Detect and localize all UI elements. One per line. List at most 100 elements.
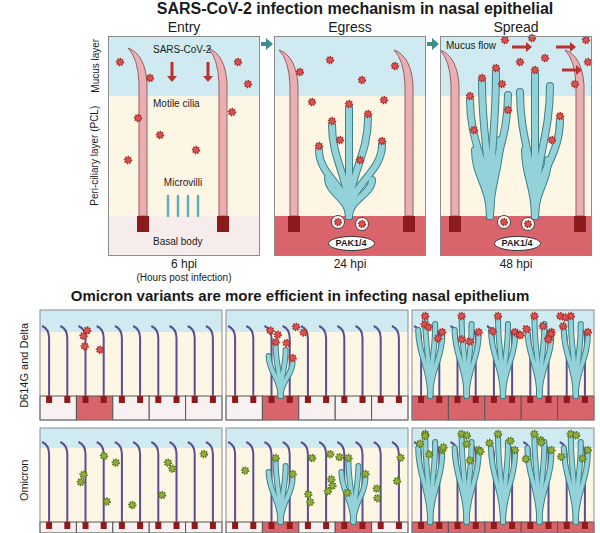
basal-body — [455, 522, 461, 529]
periciliary-layer — [440, 96, 592, 216]
virus-particle — [502, 37, 508, 43]
kinase-ellipse: PAK1/4 — [494, 236, 541, 251]
basal-body — [210, 522, 216, 529]
motile-cilium — [151, 326, 158, 396]
infected-cilium — [430, 336, 442, 396]
virus-particle — [335, 219, 341, 225]
virus-particle — [467, 93, 473, 99]
figure-title: SARS-CoV-2 infection mechanism in nasal … — [157, 0, 554, 18]
basal-body — [217, 216, 229, 232]
virus-particle — [573, 432, 579, 438]
kinase-label: PAK1/4 — [336, 238, 367, 248]
virus-particle — [495, 431, 501, 437]
virus-particle — [558, 453, 564, 459]
virus-particle — [493, 65, 499, 71]
virus-particle — [272, 455, 278, 461]
part-label: Motile cilia — [153, 98, 200, 110]
basal-body — [83, 396, 89, 403]
virus-particle — [345, 455, 351, 461]
motile-cilium — [97, 326, 104, 396]
virus-particle — [585, 329, 591, 335]
virus-particle — [329, 482, 335, 488]
infected-cilium — [467, 454, 479, 522]
virus-particle — [201, 451, 207, 457]
infected-cilium — [535, 120, 560, 216]
virus-particle — [325, 488, 331, 494]
basal-body — [360, 396, 366, 403]
basal-body — [137, 216, 149, 232]
virus-particle — [557, 113, 563, 119]
basal-body — [192, 396, 198, 403]
virus-particle — [113, 459, 119, 465]
infected-cilium — [503, 336, 515, 396]
virus-particle — [512, 447, 518, 453]
virus-particle — [147, 75, 153, 81]
virus-particle — [336, 454, 342, 460]
virus-particle — [525, 221, 531, 227]
basal-body — [396, 522, 402, 529]
virus-particle — [245, 81, 251, 87]
virus-particle — [229, 109, 235, 115]
infected-cilium — [576, 336, 588, 396]
mucus-flow-arrowhead — [526, 42, 532, 52]
virus-particle — [159, 492, 165, 498]
motile-cilium — [301, 326, 308, 396]
mucus-flow-arrow — [512, 46, 527, 49]
virus-particle — [471, 127, 477, 133]
virus-particle — [272, 339, 278, 345]
motile-cilium — [170, 326, 177, 396]
basal-body — [378, 396, 384, 403]
basal-body — [250, 522, 256, 529]
basal-body — [305, 396, 311, 403]
motile-cilium — [208, 48, 227, 216]
part-label: Basal body — [153, 236, 202, 248]
virus-particle — [78, 479, 84, 485]
virus-particle — [374, 495, 380, 501]
microvillus — [167, 196, 170, 216]
virus-particle — [568, 431, 574, 437]
motile-cilium — [206, 326, 213, 396]
infected-cilium — [353, 478, 365, 522]
virus-particle — [193, 147, 199, 153]
virus-particle — [439, 329, 445, 335]
virus-particle — [374, 485, 380, 491]
epithelial-cell — [108, 216, 260, 256]
epithelial-cell — [521, 396, 557, 420]
virus-particle — [517, 332, 523, 338]
stage-panel: SpreadPAK1/4 — [440, 36, 592, 256]
virus-particle — [531, 431, 537, 437]
mucus-layer — [226, 428, 408, 448]
virus-particle — [165, 459, 171, 465]
basal-body — [491, 396, 497, 403]
stage-heading: Entry — [109, 19, 259, 35]
time-label: 48 hpi — [500, 258, 533, 272]
virus-particle — [435, 335, 441, 341]
virus-particle — [359, 77, 365, 83]
virus-particle — [548, 447, 554, 453]
basal-body — [527, 396, 533, 403]
vesicle — [498, 216, 511, 229]
virus-particle — [545, 335, 551, 341]
motile-cilium — [394, 50, 413, 216]
infected-cilium — [539, 454, 551, 522]
virus-particle — [327, 451, 333, 457]
motile-cilium — [228, 442, 235, 522]
virus-particle — [283, 340, 289, 346]
basal-body — [119, 396, 125, 403]
entry-arrowhead — [167, 76, 177, 82]
virus-particle — [307, 499, 313, 505]
basal-body — [269, 522, 275, 529]
motile-cilium — [246, 326, 253, 396]
virus-particle — [540, 323, 546, 329]
epithelial-cell — [186, 396, 222, 420]
epithelial-cell — [485, 396, 521, 420]
virus-particle — [297, 69, 303, 75]
basal-body — [287, 396, 293, 403]
virus-particle — [467, 457, 473, 463]
panel-outline — [40, 310, 222, 420]
basal-body — [46, 522, 52, 529]
mucus-layer — [40, 428, 222, 448]
epithelial-cell — [226, 522, 262, 533]
virus-particle — [475, 329, 481, 335]
basal-body — [155, 396, 161, 403]
